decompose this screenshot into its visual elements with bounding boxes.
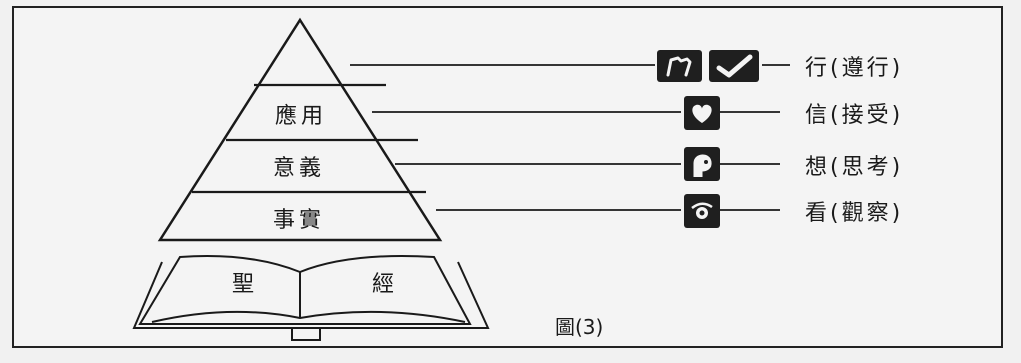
book-label-left: 聖 (232, 272, 259, 297)
heart-icon (684, 96, 720, 130)
eye-icon (684, 194, 720, 228)
pyramid-label-fact: 事實 (273, 208, 326, 233)
hand-and-check-icon (657, 50, 760, 82)
label-think-reflect: 想(思考) (805, 155, 904, 180)
label-believe-accept: 信(接受) (805, 103, 904, 128)
pyramid-outline (157, 17, 443, 242)
open-book (132, 255, 490, 341)
pyramid-label-meaning: 意義 (273, 156, 326, 181)
label-do-obey: 行(遵行) (805, 56, 904, 81)
pyramid-label-application: 應用 (275, 104, 328, 129)
book-label-right: 經 (372, 272, 399, 297)
label-see-observe: 看(觀察) (805, 201, 904, 226)
diagram-frame (12, 6, 1003, 348)
head-icon (684, 147, 720, 181)
figure-caption: 圖(3) (555, 315, 604, 339)
